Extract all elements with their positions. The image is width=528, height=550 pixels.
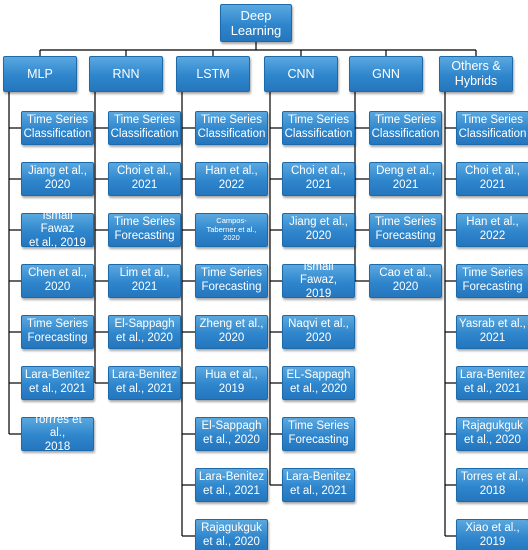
category-node: LSTM <box>176 56 250 92</box>
leaf-node: Ismail Fawaz, 2019 <box>282 261 355 300</box>
leaf-node: Xiao et al., 2019 <box>456 519 528 550</box>
category-node: RNN <box>89 56 163 92</box>
leaf-node: Campos- Taberner et al., 2020 <box>195 213 268 247</box>
leaf-node: Jiang et al., 2020 <box>21 162 94 196</box>
leaf-node: Han et al., 2022 <box>195 162 268 196</box>
leaf-node: Cao et al., 2020 <box>369 264 442 298</box>
leaf-node: Rajagukguk et al., 2020 <box>456 417 528 451</box>
leaf-node: Time Series Classification <box>456 111 528 145</box>
leaf-node: Torrres et al., 2018 <box>21 414 94 453</box>
leaf-node: Lim et al., 2021 <box>108 264 181 298</box>
leaf-node: Lara-Benitez et al., 2021 <box>21 366 94 400</box>
leaf-node: Choi et al., 2021 <box>108 162 181 196</box>
leaf-node: El-Sappagh et al., 2020 <box>108 315 181 349</box>
leaf-node: EL-Sappagh et al., 2020 <box>282 366 355 400</box>
leaf-node: Choi et al., 2021 <box>456 162 528 196</box>
leaf-node: Time Series Forecasting <box>456 264 528 298</box>
leaf-node: Zheng et al., 2020 <box>195 315 268 349</box>
category-node: GNN <box>349 56 423 92</box>
leaf-node: Torres et al., 2018 <box>456 468 528 502</box>
leaf-node: Naqvi et al., 2020 <box>282 315 355 349</box>
leaf-node: Time Series Forecasting <box>21 315 94 349</box>
leaf-node: Ismail Fawaz et al., 2019 <box>21 210 94 249</box>
root-node: Deep Learning <box>220 4 292 42</box>
leaf-node: Lara-Benitez et al., 2021 <box>195 468 268 502</box>
leaf-node: Deng et al., 2021 <box>369 162 442 196</box>
leaf-node: Han et al., 2022 <box>456 213 528 247</box>
leaf-node: Time Series Classification <box>21 111 94 145</box>
leaf-node: Time Series Forecasting <box>108 213 181 247</box>
leaf-node: Time Series Classification <box>108 111 181 145</box>
leaf-node: Chen et al., 2020 <box>21 264 94 298</box>
leaf-node: Rajagukguk et al., 2020 <box>195 519 268 550</box>
leaf-node: Jiang et al., 2020 <box>282 213 355 247</box>
leaf-node: Lara-Benitez et al., 2021 <box>108 366 181 400</box>
leaf-node: El-Sappagh et al., 2020 <box>195 417 268 451</box>
category-node: CNN <box>264 56 338 92</box>
leaf-node: Time Series Classification <box>195 111 268 145</box>
leaf-node: Lara-Benitez et al., 2021 <box>456 366 528 400</box>
leaf-node: Time Series Forecasting <box>369 213 442 247</box>
leaf-node: Lara-Benitez et al., 2021 <box>282 468 355 502</box>
category-node: MLP <box>3 56 77 92</box>
leaf-node: Hua et al., 2019 <box>195 366 268 400</box>
leaf-node: Time Series Classification <box>282 111 355 145</box>
category-node: Others & Hybrids <box>439 56 513 92</box>
leaf-node: Choi et al., 2021 <box>282 162 355 196</box>
leaf-node: Time Series Forecasting <box>282 417 355 451</box>
leaf-node: Yasrab et al., 2021 <box>456 315 528 349</box>
leaf-node: Time Series Forecasting <box>195 264 268 298</box>
leaf-node: Time Series Classification <box>369 111 442 145</box>
